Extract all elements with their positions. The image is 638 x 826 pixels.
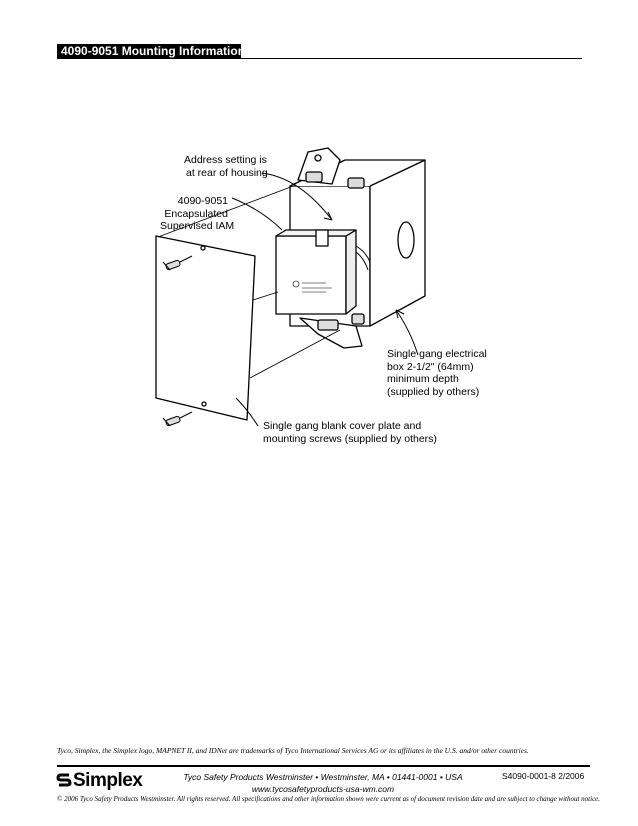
callout-box-line-1: Single gang electrical bbox=[387, 348, 487, 360]
callout-address: Address setting is at rear of housing bbox=[184, 154, 268, 179]
callout-iam-line-1: 4090-9051 bbox=[177, 195, 228, 207]
callout-box-line-3: minimum depth bbox=[387, 373, 459, 385]
callout-plate-line-1: Single gang blank cover plate and bbox=[263, 420, 422, 432]
logo-text: Simplex bbox=[73, 770, 143, 791]
footer-rule bbox=[57, 765, 590, 767]
callout-iam-line-3: Supervised IAM bbox=[160, 220, 235, 232]
doc-number: S4090-0001-8 2/2006 bbox=[502, 771, 585, 781]
company-line: Tyco Safety Products Westminster • Westm… bbox=[183, 772, 463, 782]
bottom-mounting-ear bbox=[299, 317, 363, 349]
simplex-logo-icon bbox=[56, 773, 72, 787]
title-rule bbox=[57, 58, 582, 59]
iam-module-side bbox=[345, 229, 357, 315]
website-link[interactable]: www.tycosafetyproducts-usa-wm.com bbox=[251, 784, 395, 794]
callout-iam-line-2: Encapsulated bbox=[164, 207, 228, 220]
bottom-screw bbox=[162, 411, 193, 427]
callout-box-line-4: (supplied by others) bbox=[387, 385, 480, 398]
callout-address-line-2: at rear of housing bbox=[186, 166, 268, 179]
callout-address-line-1: Address setting is bbox=[184, 154, 267, 166]
callout-box-line-2: box 2-1/2" (64mm) bbox=[387, 360, 474, 373]
knockout-hole bbox=[397, 221, 415, 259]
iam-leader bbox=[231, 197, 283, 231]
top-screw bbox=[162, 255, 193, 271]
box-leader bbox=[395, 309, 419, 356]
plate-leader bbox=[235, 397, 259, 427]
trademark-notice: Tyco, Simplex, the Simplex logo, MAPNET … bbox=[57, 746, 529, 755]
simplex-logo: Simplex bbox=[56, 770, 143, 792]
callout-plate: Single gang blank cover plate and mounti… bbox=[263, 420, 437, 445]
address-leader bbox=[261, 172, 333, 221]
callout-plate-line-2: mounting screws (supplied by others) bbox=[263, 432, 437, 445]
callout-iam: 4090-9051 Encapsulated Supervised IAM bbox=[160, 195, 235, 233]
copyright-notice: © 2006 Tyco Safety Products Westminster.… bbox=[57, 795, 601, 803]
iam-module-front bbox=[275, 235, 347, 315]
footer-company-info: Tyco Safety Products Westminster • Westm… bbox=[178, 771, 468, 795]
cover-plate bbox=[155, 235, 256, 421]
callout-box: Single gang electrical box 2-1/2" (64mm)… bbox=[387, 348, 487, 398]
page-title: 4090-9051 Mounting Information bbox=[57, 44, 245, 59]
